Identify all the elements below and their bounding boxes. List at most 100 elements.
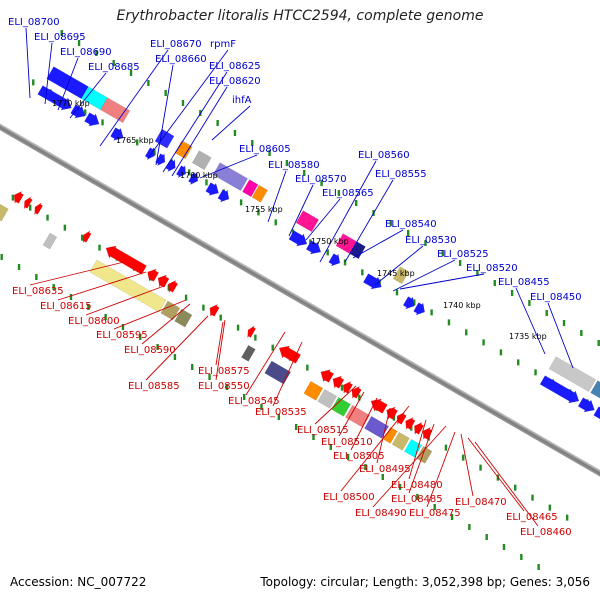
forward-gene-label: ELI_08560 — [358, 150, 410, 161]
reverse-gene-label: ELI_08490 — [355, 508, 407, 519]
gene-feature — [548, 356, 597, 393]
gene-feature — [217, 189, 230, 203]
forward-gene-label: ELI_08685 — [88, 62, 140, 73]
tick-mark — [312, 433, 315, 440]
tick-mark — [306, 364, 309, 371]
tick-mark — [225, 383, 229, 390]
tick-mark — [271, 344, 274, 351]
leader-line — [267, 170, 287, 223]
tick-mark — [364, 463, 367, 470]
tick-mark — [545, 310, 548, 317]
tick-mark — [17, 263, 21, 270]
forward-gene-label: ELI_08695 — [34, 32, 86, 43]
gene-feature — [405, 416, 416, 431]
tick-mark — [513, 484, 517, 491]
tick-mark — [285, 160, 289, 167]
kbp-tick-label: 1745 kbp — [377, 269, 415, 278]
leader-line — [29, 261, 125, 286]
tick-mark — [147, 80, 150, 87]
tick-mark — [184, 294, 188, 301]
gene-feature — [305, 240, 322, 255]
reverse-gene-label: ELI_08465 — [506, 512, 558, 523]
label-leader-lines — [25, 27, 574, 527]
tick-mark — [548, 504, 552, 511]
tick-mark — [430, 309, 433, 316]
tick-mark — [395, 289, 399, 296]
accession-text: Accession: NC_007722 — [10, 575, 147, 589]
tick-mark — [11, 194, 15, 201]
forward-gene-label: ihfA — [232, 95, 252, 106]
forward-gene-label: ELI_08620 — [209, 76, 261, 87]
tick-mark — [156, 343, 159, 350]
gene-feature — [416, 445, 433, 464]
forward-gene-labels: ELI_08700ELI_08695ELI_08690ELI_08685ELI_… — [8, 17, 582, 303]
leader-line — [171, 86, 228, 177]
gene-feature — [168, 279, 179, 294]
leader-line — [340, 405, 410, 492]
tick-mark — [398, 483, 402, 490]
gene-feature — [343, 380, 354, 395]
tick-mark — [482, 339, 485, 346]
tick-mark — [381, 473, 384, 480]
forward-gene-label: ELI_08455 — [498, 277, 550, 288]
tick-mark — [340, 384, 344, 391]
tick-mark — [101, 119, 104, 126]
leader-line — [408, 423, 435, 494]
kbp-tick-label: 1750 kbp — [311, 237, 349, 246]
kbp-tick-label: 1740 kbp — [443, 301, 481, 310]
reverse-gene-label: ELI_08585 — [128, 381, 180, 392]
tick-mark — [468, 523, 471, 530]
tick-mark — [294, 423, 298, 430]
gene-feature — [577, 397, 595, 413]
gene-feature — [147, 268, 160, 282]
kbp-tick-label: 1735 kbp — [509, 332, 547, 341]
tick-mark — [392, 414, 396, 421]
forward-gene-label: ELI_08660 — [155, 54, 207, 65]
gene-feature — [295, 210, 320, 233]
forward-gene-label: ELI_08450 — [530, 292, 582, 303]
tick-mark — [191, 363, 194, 370]
leader-line — [352, 229, 404, 259]
tick-mark — [320, 180, 323, 187]
tick-mark — [251, 140, 254, 147]
kbp-tick-label: 1755 kbp — [245, 205, 283, 214]
gene-feature — [332, 375, 345, 389]
tick-mark — [433, 503, 436, 510]
tick-mark — [129, 70, 133, 77]
reverse-gene-label: ELI_08545 — [228, 396, 280, 407]
reverse-gene-label: ELI_08475 — [409, 508, 461, 519]
reverse-gene-label: ELI_08575 — [198, 366, 250, 377]
forward-gene-label: ELI_08605 — [239, 144, 291, 155]
tick-mark — [87, 303, 90, 310]
page-title: Erythrobacter litoralis HTCC2594, comple… — [116, 8, 484, 24]
gene-feature — [157, 274, 170, 288]
leader-line — [372, 425, 447, 508]
gene-feature — [165, 158, 176, 173]
leader-line — [99, 49, 169, 147]
tick-mark — [236, 324, 240, 331]
forward-gene-label: ELI_08570 — [295, 174, 347, 185]
tick-mark — [63, 224, 67, 231]
leader-line — [69, 72, 107, 119]
leader-line — [547, 302, 574, 369]
tick-mark — [29, 204, 32, 211]
gene-feature — [590, 380, 600, 399]
tick-mark — [462, 454, 465, 461]
forward-gene-label: ELI_08530 — [405, 235, 457, 246]
gene-feature — [328, 253, 341, 267]
leader-line — [408, 419, 427, 480]
tick-mark — [476, 270, 479, 277]
tick-mark — [528, 300, 531, 307]
tick-mark — [358, 394, 361, 401]
gene-feature — [209, 303, 220, 318]
gene-feature — [188, 171, 199, 186]
reverse-gene-labels: ELI_08635ELI_08615ELI_08600ELI_08595ELI_… — [12, 286, 572, 538]
tick-mark — [35, 273, 38, 280]
tick-mark — [32, 79, 35, 86]
tick-mark — [219, 314, 222, 321]
tick-mark — [534, 369, 537, 376]
leader-line — [399, 273, 485, 290]
gene-feature — [320, 369, 335, 383]
